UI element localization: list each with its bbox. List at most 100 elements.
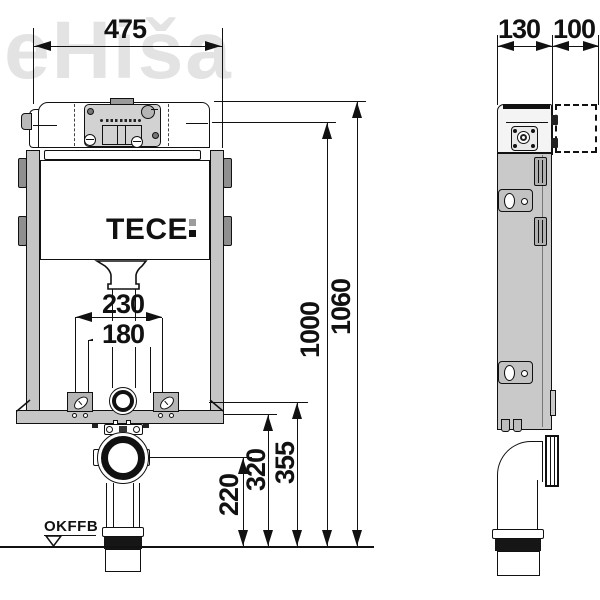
dim-line-320: [268, 414, 269, 546]
dim-355-label: 355: [270, 441, 300, 485]
arrowhead-320-bottom: [263, 530, 273, 546]
side-pipe-collar: [492, 529, 544, 539]
panel-bolt-icon: [84, 134, 96, 146]
frame-rail-right: [210, 150, 224, 412]
fixing-line-right-inner: [150, 341, 151, 393]
dim-475-label: 475: [103, 14, 147, 44]
arrowhead-130-left: [498, 41, 514, 51]
plate-oval-hole: [504, 365, 515, 381]
dim-line-1060: [357, 101, 358, 546]
cistern-tank: [40, 160, 210, 260]
rail-clip: [223, 158, 232, 188]
arrowhead-320-top: [263, 415, 273, 431]
side-pipe-seal-band: [495, 539, 541, 551]
side-mounting-plate: [498, 361, 533, 384]
side-rail-clip: [534, 217, 547, 246]
floor-datum-triangle-icon: [44, 535, 63, 548]
connector-stripe: [554, 437, 555, 485]
arrowhead-220-bottom: [238, 530, 248, 546]
frame-rail-left: [26, 150, 40, 412]
plate-screw-icon: [531, 144, 535, 148]
fixing-line-left-outer: [75, 318, 76, 392]
arrowhead-355-top: [292, 403, 302, 419]
arrowhead-100-right: [583, 41, 599, 51]
side-pipe-stub: [497, 551, 540, 576]
fixing-line-right-outer: [162, 318, 163, 392]
panel-window-divider: [117, 125, 118, 145]
drain-pipe: [106, 483, 140, 529]
drain-pipe-inner-line: [113, 483, 114, 529]
mounting-block-right: [153, 392, 179, 412]
dim-220-label: 220: [214, 473, 244, 517]
arrowhead-1000-top: [322, 123, 332, 139]
ext-line-130-right: [552, 35, 553, 155]
panel-dial-lever: [151, 109, 158, 110]
dim-100-label: 100: [552, 14, 596, 44]
flush-bend-funnel: [94, 260, 148, 290]
arrowhead-475-left: [35, 41, 51, 51]
plate-oval-hole: [504, 193, 515, 209]
panel-frame-window: [102, 125, 142, 145]
arrowhead-130-right: [536, 41, 552, 51]
arrowhead-1060-bottom: [352, 530, 362, 546]
plate-round-hole: [521, 370, 528, 377]
plate-screw-icon: [531, 129, 535, 133]
block-slot-icon: [71, 394, 91, 412]
crossbar-nub: [92, 424, 98, 428]
side-head-clip: [551, 138, 558, 148]
ext-line-100-right: [598, 35, 599, 105]
ext-line-355: [209, 402, 308, 403]
crossbar-hole: [158, 413, 163, 418]
crossbar-nub: [143, 424, 149, 428]
cistern-lid-band: [44, 150, 201, 160]
plate-screw-icon: [513, 144, 517, 148]
logo-colon-bottom-square: [189, 230, 196, 237]
clamp-screw-icon: [106, 426, 113, 433]
pipe-stub: [105, 549, 141, 572]
dim-1000-label: 1000: [295, 301, 325, 359]
head-hidden-vline-left: [74, 104, 75, 146]
clip-stripe: [538, 160, 539, 183]
fixing-line-left-inner: [88, 341, 89, 393]
arrowhead-230-left: [76, 312, 92, 322]
floor-line: [0, 546, 374, 548]
panel-screw-icon: [87, 108, 94, 115]
ext-line-475-left: [33, 28, 34, 104]
drain-elbow: [497, 441, 543, 482]
flush-connector-ring: [112, 390, 134, 412]
adjustment-zone-dashed-box: [555, 104, 597, 153]
block-slot-slash: [163, 401, 168, 406]
side-head-line: [506, 122, 548, 123]
foot-slot: [501, 419, 510, 432]
side-head-top-band: [503, 104, 550, 109]
panel-vent-dots: [106, 119, 136, 122]
arrowhead-100-left: [553, 41, 569, 51]
panel-dot: [138, 119, 141, 122]
panel-bolt-icon: [131, 136, 143, 148]
clip-stripe: [542, 220, 543, 243]
dim-line-475: [33, 46, 222, 47]
arrowhead-1000-bottom: [322, 530, 332, 546]
panel-dial-icon: [141, 105, 155, 119]
dim-line-230: [75, 317, 162, 318]
dim-320-label: 320: [241, 448, 271, 492]
clamp-slot: [119, 426, 127, 432]
dim-line-355: [297, 402, 298, 546]
side-drain-pipe: [497, 480, 538, 530]
panel-dot: [100, 119, 103, 122]
flush-pipe-connector-side: [545, 435, 559, 487]
side-body-bump: [550, 390, 556, 416]
ext-line-320: [224, 414, 277, 415]
plate-screw-icon: [513, 129, 517, 133]
side-rail-clip: [534, 157, 547, 186]
crossbar-hole: [72, 413, 77, 418]
crossbar-hole: [169, 413, 174, 418]
panel-bolt-slot: [86, 139, 94, 140]
water-port-inner: [520, 134, 527, 141]
clamp-screw-icon: [133, 426, 140, 433]
arrowhead-230-right: [146, 312, 162, 322]
drain-bend-seal-ring: [101, 436, 145, 480]
arrowhead-1060-top: [352, 102, 362, 118]
floor-datum-underline: [44, 535, 96, 536]
